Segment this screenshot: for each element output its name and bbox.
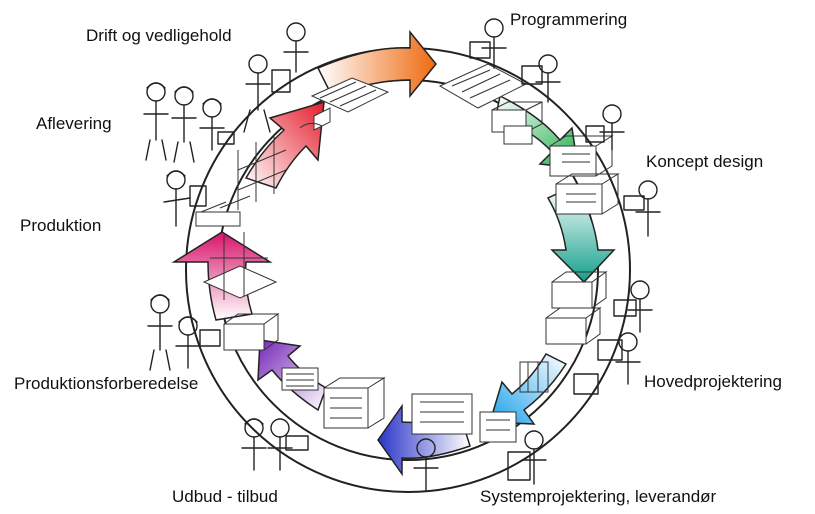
module-sketch-koncept xyxy=(549,135,620,215)
people xyxy=(143,18,661,491)
person-drift-1 xyxy=(243,54,291,133)
person-prodforb-2 xyxy=(175,316,221,369)
label-programmering: Programmering xyxy=(510,10,628,29)
building-sketch-udbud xyxy=(281,367,386,429)
label-produktionsforberedelse: Produktionsforberedelse xyxy=(14,374,199,393)
person-drift-2 xyxy=(283,22,309,73)
label-aflevering: Aflevering xyxy=(36,114,112,133)
person-system-1 xyxy=(413,438,439,491)
arrow-aflevering xyxy=(244,100,325,189)
label-koncept-design: Koncept design xyxy=(646,152,764,171)
module-sketch-hoved xyxy=(519,271,608,393)
label-udbud-tilbud: Udbud - tilbud xyxy=(172,487,278,506)
panel-sketch-system xyxy=(411,393,517,443)
person-hoved-2 xyxy=(573,332,641,395)
building-sketch-drift xyxy=(299,77,390,131)
person-koncept-2 xyxy=(585,104,625,151)
frame-sketch-produktion xyxy=(202,232,280,351)
person-system-2 xyxy=(507,430,547,485)
person-koncept xyxy=(623,180,661,237)
illustrations xyxy=(195,63,620,443)
label-drift-og-vedligehold: Drift og vedligehold xyxy=(86,26,232,45)
person-aflevering-2 xyxy=(171,86,197,163)
label-produktion: Produktion xyxy=(20,216,102,235)
person-prodforb-1 xyxy=(147,294,173,371)
person-hoved-1 xyxy=(613,280,653,333)
label-systemprojektering: Systemprojektering, leverandør xyxy=(480,487,717,506)
person-udbud-1 xyxy=(241,418,267,471)
person-program-1 xyxy=(469,18,507,69)
label-hovedprojektering: Hovedprojektering xyxy=(644,372,782,391)
person-program-2 xyxy=(521,54,561,103)
person-produktion xyxy=(163,170,207,227)
plan-sketch-programmering xyxy=(438,63,543,145)
person-aflevering-1 xyxy=(143,82,169,161)
frame-sketch-aflevering xyxy=(195,134,287,227)
person-aflevering-3 xyxy=(199,98,235,151)
person-udbud-2 xyxy=(267,418,309,471)
